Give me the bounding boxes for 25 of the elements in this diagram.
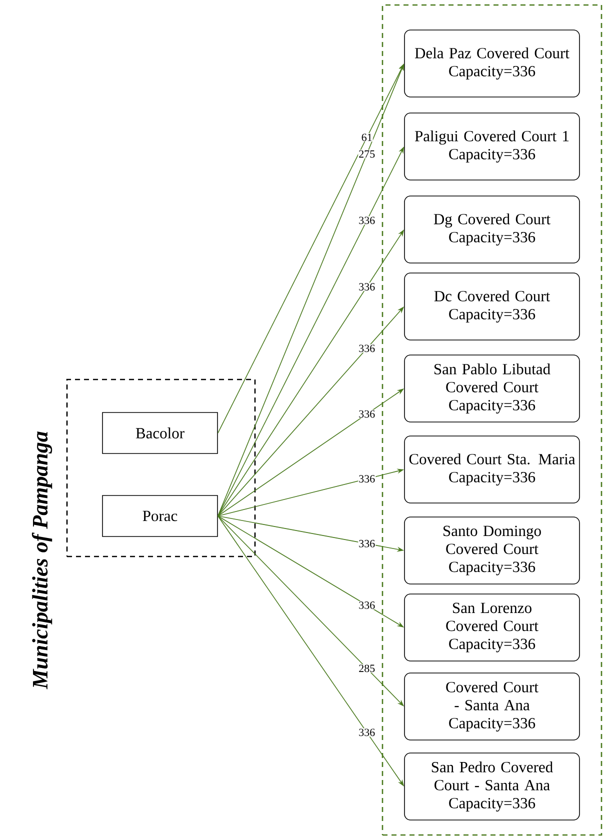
court-box: Santo Domingo Covered Court Capacity=336 (404, 516, 580, 584)
edge-label: 336 (358, 728, 376, 737)
edge-label: 336 (358, 216, 376, 225)
court-box: San Pedro Covered Court - Santa Ana Capacity=336 (404, 752, 580, 820)
court-box: Covered Court Sta. Maria Capacity=336 (404, 436, 580, 504)
edge-label: 336 (358, 282, 376, 291)
court-box: Covered Court - Santa Ana Capacity=336 (404, 672, 580, 740)
edge-label: 336 (358, 539, 376, 548)
edge-label: 336 (358, 410, 376, 418)
edge-label: 336 (358, 344, 376, 353)
court-box: Dc Covered Court Capacity=336 (404, 272, 580, 340)
edge-label: 336 (358, 601, 376, 610)
dashed-group-frame (382, 4, 602, 836)
court-box: Dg Covered Court Capacity=336 (404, 196, 580, 264)
court-box: San Pablo Libutad Covered Court Capacity=336 (404, 354, 580, 422)
edge-label: 275 (358, 150, 376, 158)
group-heading: Municipalities of Pampanga (32, 432, 52, 690)
municipality-box: Bacolor (102, 412, 218, 454)
edge-label: 336 (358, 474, 376, 483)
edge-label: 285 (358, 664, 376, 673)
court-box: Dela Paz Covered Court Capacity=336 (404, 30, 580, 98)
court-box: Paligui Covered Court 1 Capacity=336 (404, 112, 580, 180)
municipality-box: Porac (102, 495, 218, 537)
court-box: San Lorenzo Covered Court Capacity=336 (404, 594, 580, 662)
edge-label: 61 (360, 133, 373, 142)
